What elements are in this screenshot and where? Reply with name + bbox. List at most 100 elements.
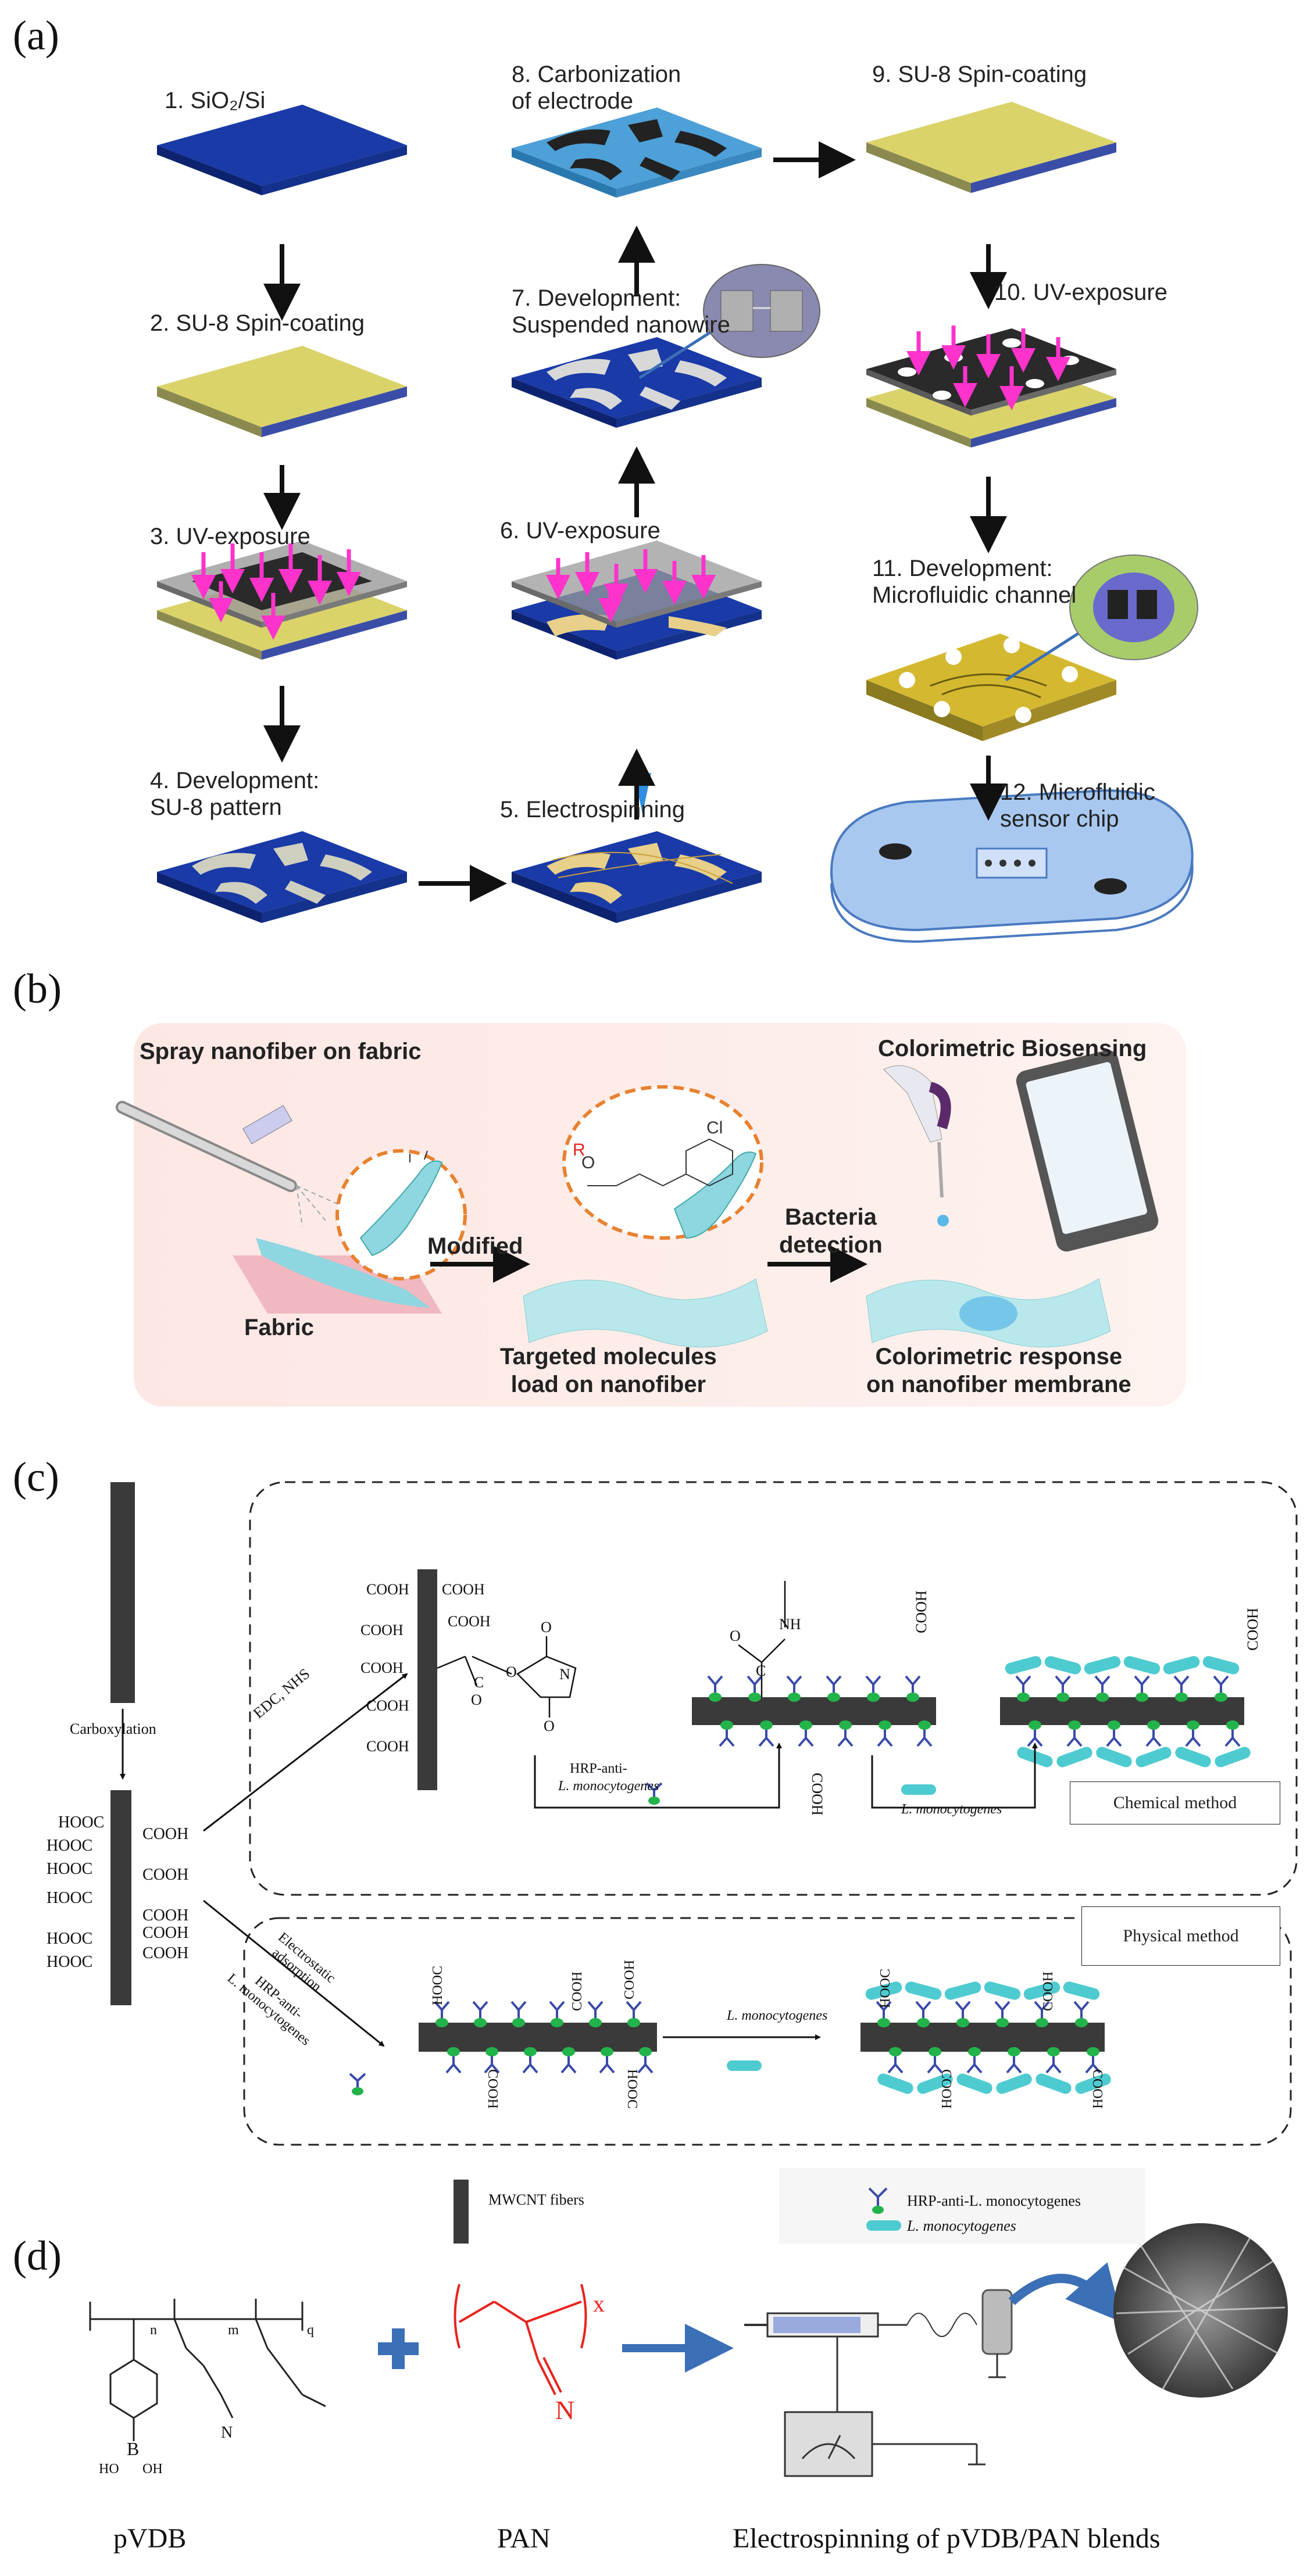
spray-label: Spray nanofiber on fabric <box>140 1039 422 1064</box>
cooh-a3: COOH <box>360 1622 404 1638</box>
cooh-r1: COOH <box>142 1825 189 1843</box>
bacteria <box>865 1656 1251 2094</box>
step-6-label: 6. UV-exposure <box>500 518 660 543</box>
bacterium-mark <box>1005 1656 1042 1675</box>
panel-letter-a: (a) <box>13 12 59 59</box>
antibodies <box>434 1675 1241 2074</box>
antibody-mark <box>587 2001 604 2027</box>
colorimetric-title: Colorimetric Biosensing <box>878 1036 1147 1061</box>
pvdb-q-sub: q <box>307 2323 314 2338</box>
antibody-mark <box>1224 1720 1241 1747</box>
small-bacteria-chem <box>901 1784 936 1795</box>
bacterium-mark <box>1023 1981 1061 2000</box>
hooc-5: HOOC <box>47 1930 93 1948</box>
fiber-zoom-b1 <box>335 1149 467 1280</box>
antibody-mark <box>747 1675 763 1702</box>
bacterium-mark <box>1056 1747 1092 1768</box>
antibody-mark <box>876 2001 892 2027</box>
cooh-phys2-a: COOH <box>1041 1971 1056 2011</box>
pvdb-amine-n: N <box>221 2424 233 2442</box>
wafer-step-6 <box>512 541 762 660</box>
bacterium-mark <box>877 2073 913 2094</box>
small-antibody-phys <box>349 2073 366 2095</box>
small-bacteria-phys <box>727 2060 762 2071</box>
antibody-mark <box>510 2001 527 2027</box>
bacterium-mark <box>956 2073 992 2094</box>
pan-n: N <box>555 2395 575 2425</box>
wafer-step-5 <box>512 831 762 923</box>
antibody-mark <box>1145 1720 1162 1747</box>
antibody-mark <box>1094 1675 1111 1702</box>
bacterium-mark <box>1123 1656 1161 1675</box>
step-12-label: 12. Microfluidic sensor chip <box>1000 779 1155 832</box>
bacterium-mark <box>1175 1747 1211 1768</box>
bacterium-mark <box>996 2073 1032 2094</box>
carboxylation-label: Carboxylation <box>70 1720 156 1737</box>
pvdb-ho: HO <box>99 2461 119 2477</box>
antibody-mark <box>1173 1675 1190 1702</box>
antibody-mark <box>1066 1720 1083 1747</box>
uv-arrows-step-10 <box>906 325 1070 410</box>
mwcnt-legend-rod <box>454 2180 469 2244</box>
wafer-step-2 <box>157 346 407 437</box>
antibody-mark <box>434 2001 450 2027</box>
antibody-mark <box>637 2047 654 2074</box>
step-7-label: 7. Development: Suspended nanowire <box>512 285 730 338</box>
cooh-r2: COOH <box>142 1866 189 1884</box>
bacterium-mark <box>984 1981 1021 2000</box>
antibody-mark <box>1034 2001 1050 2027</box>
legend-antibody-icon <box>868 2187 888 2214</box>
antibody-mark <box>994 2001 1011 2027</box>
cooh-r4: COOH <box>142 1924 189 1942</box>
colorimetric-response-label: Colorimetric response on nanofiber membr… <box>866 1344 1131 1397</box>
cnt-phys-2 <box>860 2023 1105 2052</box>
mwcnt-rod-activated <box>417 1569 437 1790</box>
amide-c: C <box>756 1662 766 1679</box>
bacterium-mark <box>1136 1747 1172 1768</box>
antibody-mark <box>966 2047 983 2074</box>
antibody-mark <box>915 2001 931 2027</box>
antibody-mark <box>549 2001 565 2027</box>
amide-nh: NH <box>779 1616 801 1633</box>
legend-bacteria-icon <box>866 2220 901 2231</box>
wafer-step-4 <box>157 831 407 923</box>
step-10-label: 10. UV-exposure <box>994 280 1167 305</box>
hooc-2: HOOC <box>47 1837 93 1855</box>
cooh-r3: COOH <box>142 1906 189 1924</box>
cooh-chem2: COOH <box>1244 1608 1261 1651</box>
cooh-a6: COOH <box>366 1697 409 1714</box>
step-3-label: 3. UV-exposure <box>150 524 310 549</box>
wafer-step-10 <box>866 328 1116 448</box>
wafer-step-9 <box>866 102 1116 193</box>
step-11-label: 11. Development: Microfluidic channel <box>872 556 1077 608</box>
antibody-mark <box>1106 1720 1122 1747</box>
antibody-mark <box>826 1675 842 1702</box>
antibody-mark <box>877 1720 893 1747</box>
antibody-mark <box>905 1675 921 1702</box>
pipette <box>883 1065 951 1226</box>
bacterium-mark <box>1096 1747 1132 1768</box>
antibody-mark <box>837 1720 854 1747</box>
antibody-mark <box>599 2047 615 2074</box>
nhs-o1: O <box>541 1619 552 1636</box>
panel-letter-b: (b) <box>13 965 62 1012</box>
bacterium-mark <box>1084 1656 1121 1675</box>
hooc-phys1: HOOC <box>430 1965 445 2005</box>
cnt-phys-1 <box>419 2023 657 2052</box>
hooc-phys2: HOOC <box>878 1968 893 2008</box>
antibody-mark <box>798 1720 814 1747</box>
bacterium-mark <box>1202 1656 1240 1675</box>
uv-arrows-step-6 <box>546 549 716 622</box>
step-9-label: 9. SU-8 Spin-coating <box>872 62 1087 87</box>
panel-letter-c: (c) <box>13 1454 59 1500</box>
nhs-o2: O <box>544 1718 555 1734</box>
antibody-mark <box>758 1720 774 1747</box>
pvdb-label: pVDB <box>113 2523 187 2554</box>
antibody-mark <box>1015 1675 1031 1702</box>
step-1-label: 1. SiO₂/Si <box>165 88 266 113</box>
antibody-mark <box>472 2001 488 2027</box>
electrospinning-label: Electrospinning of pVDB/PAN blends <box>733 2523 1161 2554</box>
targeted-label: Targeted molecules load on nanofiber <box>500 1344 717 1397</box>
panel-letter-d: (d) <box>13 2232 62 2279</box>
